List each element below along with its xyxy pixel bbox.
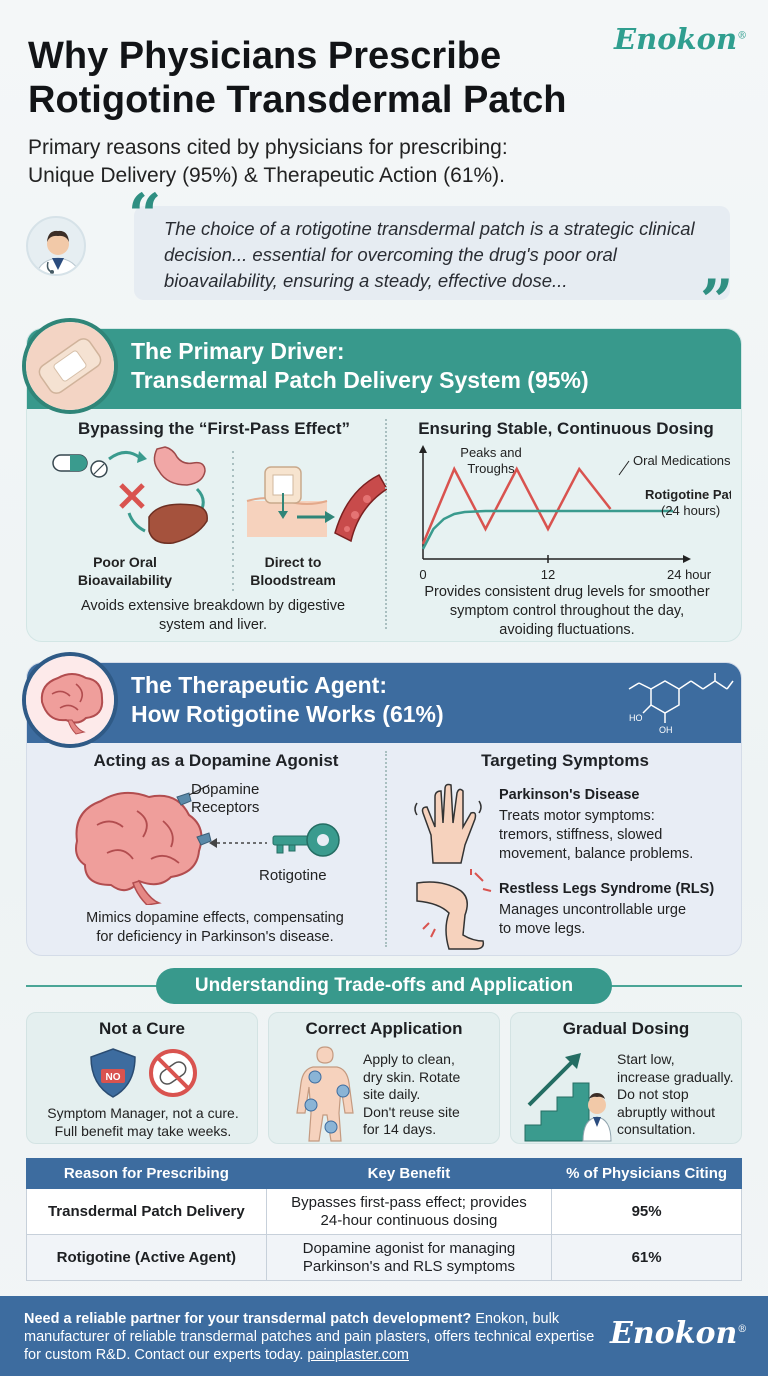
brain-icon bbox=[75, 791, 203, 905]
shield-no-icon: NO bbox=[90, 1048, 136, 1098]
table-cell-benefit: Dopamine agonist for managing Parkinson'… bbox=[265, 1234, 553, 1281]
doctor-small-icon bbox=[582, 1093, 612, 1142]
rotigotine-key-label: Rotigotine bbox=[259, 867, 327, 884]
blocked-x-icon bbox=[119, 483, 145, 509]
receptor-icon bbox=[176, 792, 212, 846]
therapeutic-agent-section: The Therapeutic Agent: How Rotigotine Wo… bbox=[26, 662, 742, 956]
first-pass-description: Avoids extensive breakdown by digestive … bbox=[80, 598, 346, 633]
parkinsons-description: Treats motor symptoms: tremors, stiffnes… bbox=[499, 808, 694, 862]
patch-line bbox=[421, 509, 673, 550]
table-cell-benefit: Bypasses first-pass effect; provides 24-… bbox=[265, 1188, 553, 1235]
rls-title: Restless Legs Syndrome (RLS) bbox=[499, 881, 715, 897]
rotigotine-patch-label: Rotigotine Patch bbox=[645, 487, 731, 502]
poor-oral-label: Poor Oral Bioavailability bbox=[77, 554, 173, 588]
physician-quote-box: The choice of a rotigotine transdermal p… bbox=[134, 206, 730, 300]
targeting-symptoms-heading: Targeting Symptoms bbox=[481, 751, 649, 770]
direct-bloodstream-label: Direct to Bloodstream bbox=[250, 554, 336, 588]
gradual-dosing-text: Start low, increase gradually. Do not st… bbox=[617, 1051, 734, 1137]
page-subtitle: Primary reasons cited by physicians for … bbox=[28, 136, 508, 187]
not-a-cure-text: Symptom Manager, not a cure. Full benefi… bbox=[47, 1105, 239, 1139]
table-cell-reason: Transdermal Patch Delivery bbox=[26, 1188, 267, 1235]
pill-icon bbox=[52, 454, 108, 478]
table-cell-percent: 95% bbox=[551, 1188, 742, 1235]
svg-text:NO: NO bbox=[106, 1072, 121, 1083]
dopamine-description: Mimics dopamine effects, compensating fo… bbox=[86, 910, 344, 945]
footer-banner bbox=[0, 1296, 768, 1376]
footer-website-link[interactable]: painplaster.com bbox=[307, 1347, 409, 1363]
rls-description: Manages uncontrollable urge to move legs… bbox=[499, 902, 687, 937]
section2-header-band: The Therapeutic Agent: How Rotigotine Wo… bbox=[27, 663, 741, 743]
dopamine-agonist-heading: Acting as a Dopamine Agonist bbox=[93, 751, 339, 770]
oral-medications-label: Oral Medications bbox=[633, 453, 731, 468]
quote-text: The choice of a rotigotine transdermal p… bbox=[164, 218, 695, 291]
molecule-structure-icon: HO OH bbox=[628, 673, 734, 735]
brain-section-icon bbox=[22, 652, 118, 748]
skin-patch-icon bbox=[246, 466, 335, 537]
chart-tick-label: 12 bbox=[541, 567, 555, 582]
chart-tick-label: 0 bbox=[419, 567, 426, 582]
page-title: Why Physicians Prescribe Rotigotine Tran… bbox=[28, 35, 567, 121]
hand-tremor-icon bbox=[414, 783, 482, 864]
body-sites-icon bbox=[296, 1046, 354, 1142]
footer-text: Need a reliable partner for your transde… bbox=[24, 1311, 595, 1363]
molecule-label-oh: OH bbox=[659, 725, 673, 735]
section1-title: The Primary Driver: Transdermal Patch De… bbox=[131, 338, 589, 393]
peaks-troughs-label: Troughs bbox=[467, 461, 515, 476]
section2-divider bbox=[385, 751, 387, 947]
section1-header-band: The Primary Driver: Transdermal Patch De… bbox=[27, 329, 741, 409]
stable-dosing-description: Provides consistent drug levels for smoo… bbox=[424, 584, 710, 638]
stairs-progress-icon bbox=[524, 1053, 612, 1142]
card-gradual-dosing: Gradual Dosing Start low, increase gradu… bbox=[510, 1012, 742, 1144]
correct-application-text: Apply to clean, dry skin. Rotate site da… bbox=[363, 1051, 461, 1137]
no-cure-icons: NO bbox=[90, 1048, 197, 1098]
oral-label-leader bbox=[618, 460, 630, 476]
chart-tick-label: 24 hour bbox=[667, 567, 712, 582]
restless-leg-icon bbox=[416, 869, 492, 950]
oral-medication-line bbox=[421, 466, 612, 545]
physician-avatar-icon bbox=[26, 216, 86, 276]
brand-logo-top[interactable]: Enokon® bbox=[614, 22, 748, 56]
chart-x-arrow bbox=[683, 555, 691, 563]
section1-divider bbox=[385, 419, 387, 629]
parkinsons-title: Parkinson's Disease bbox=[499, 787, 640, 803]
liver-icon bbox=[148, 503, 208, 544]
table-row: Rotigotine (Active Agent) Dopamine agoni… bbox=[26, 1234, 742, 1281]
table-header-benefit: Key Benefit bbox=[265, 1158, 553, 1189]
tradeoffs-heading: Understanding Trade-offs and Application bbox=[156, 968, 612, 1004]
key-icon bbox=[272, 823, 340, 857]
dopamine-illustration bbox=[75, 784, 340, 905]
section2-title: The Therapeutic Agent: How Rotigotine Wo… bbox=[131, 672, 444, 727]
stable-dosing-heading: Ensuring Stable, Continuous Dosing bbox=[418, 419, 714, 438]
open-quote-icon: “ bbox=[128, 181, 162, 249]
prescribing-reasons-table: Reason for Prescribing Key Benefit % of … bbox=[26, 1158, 742, 1281]
first-pass-heading: Bypassing the “First-Pass Effect” bbox=[77, 419, 351, 438]
card-correct-application: Correct Application Apply to clean, dry … bbox=[268, 1012, 500, 1144]
stomach-icon bbox=[153, 446, 206, 486]
peaks-troughs-label: Peaks and bbox=[460, 445, 521, 460]
table-row: Transdermal Patch Delivery Bypasses firs… bbox=[26, 1188, 742, 1235]
molecule-label-ho: HO bbox=[629, 713, 643, 723]
patch-duration-label: (24 hours) bbox=[661, 503, 720, 518]
close-quote-icon: ” bbox=[700, 267, 734, 335]
brand-logo-bottom[interactable]: Enokon® bbox=[610, 1316, 748, 1351]
first-pass-illustration bbox=[52, 446, 387, 591]
no-pill-icon bbox=[149, 1049, 197, 1097]
table-header-reason: Reason for Prescribing bbox=[26, 1158, 267, 1189]
table-cell-percent: 61% bbox=[551, 1234, 742, 1281]
chart-y-arrow bbox=[419, 445, 427, 453]
table-cell-reason: Rotigotine (Active Agent) bbox=[26, 1234, 267, 1281]
card-not-a-cure: Not a Cure NO Symptom Manager, not a cur… bbox=[26, 1012, 258, 1144]
table-header-row: Reason for Prescribing Key Benefit % of … bbox=[26, 1158, 742, 1189]
primary-driver-section: The Primary Driver: Transdermal Patch De… bbox=[26, 328, 742, 642]
patch-icon bbox=[22, 318, 118, 414]
dopamine-receptors-label: Dopamine Receptors bbox=[191, 781, 260, 816]
blood-vessel-icon bbox=[334, 474, 387, 543]
table-header-percent: % of Physicians Citing bbox=[551, 1158, 742, 1189]
